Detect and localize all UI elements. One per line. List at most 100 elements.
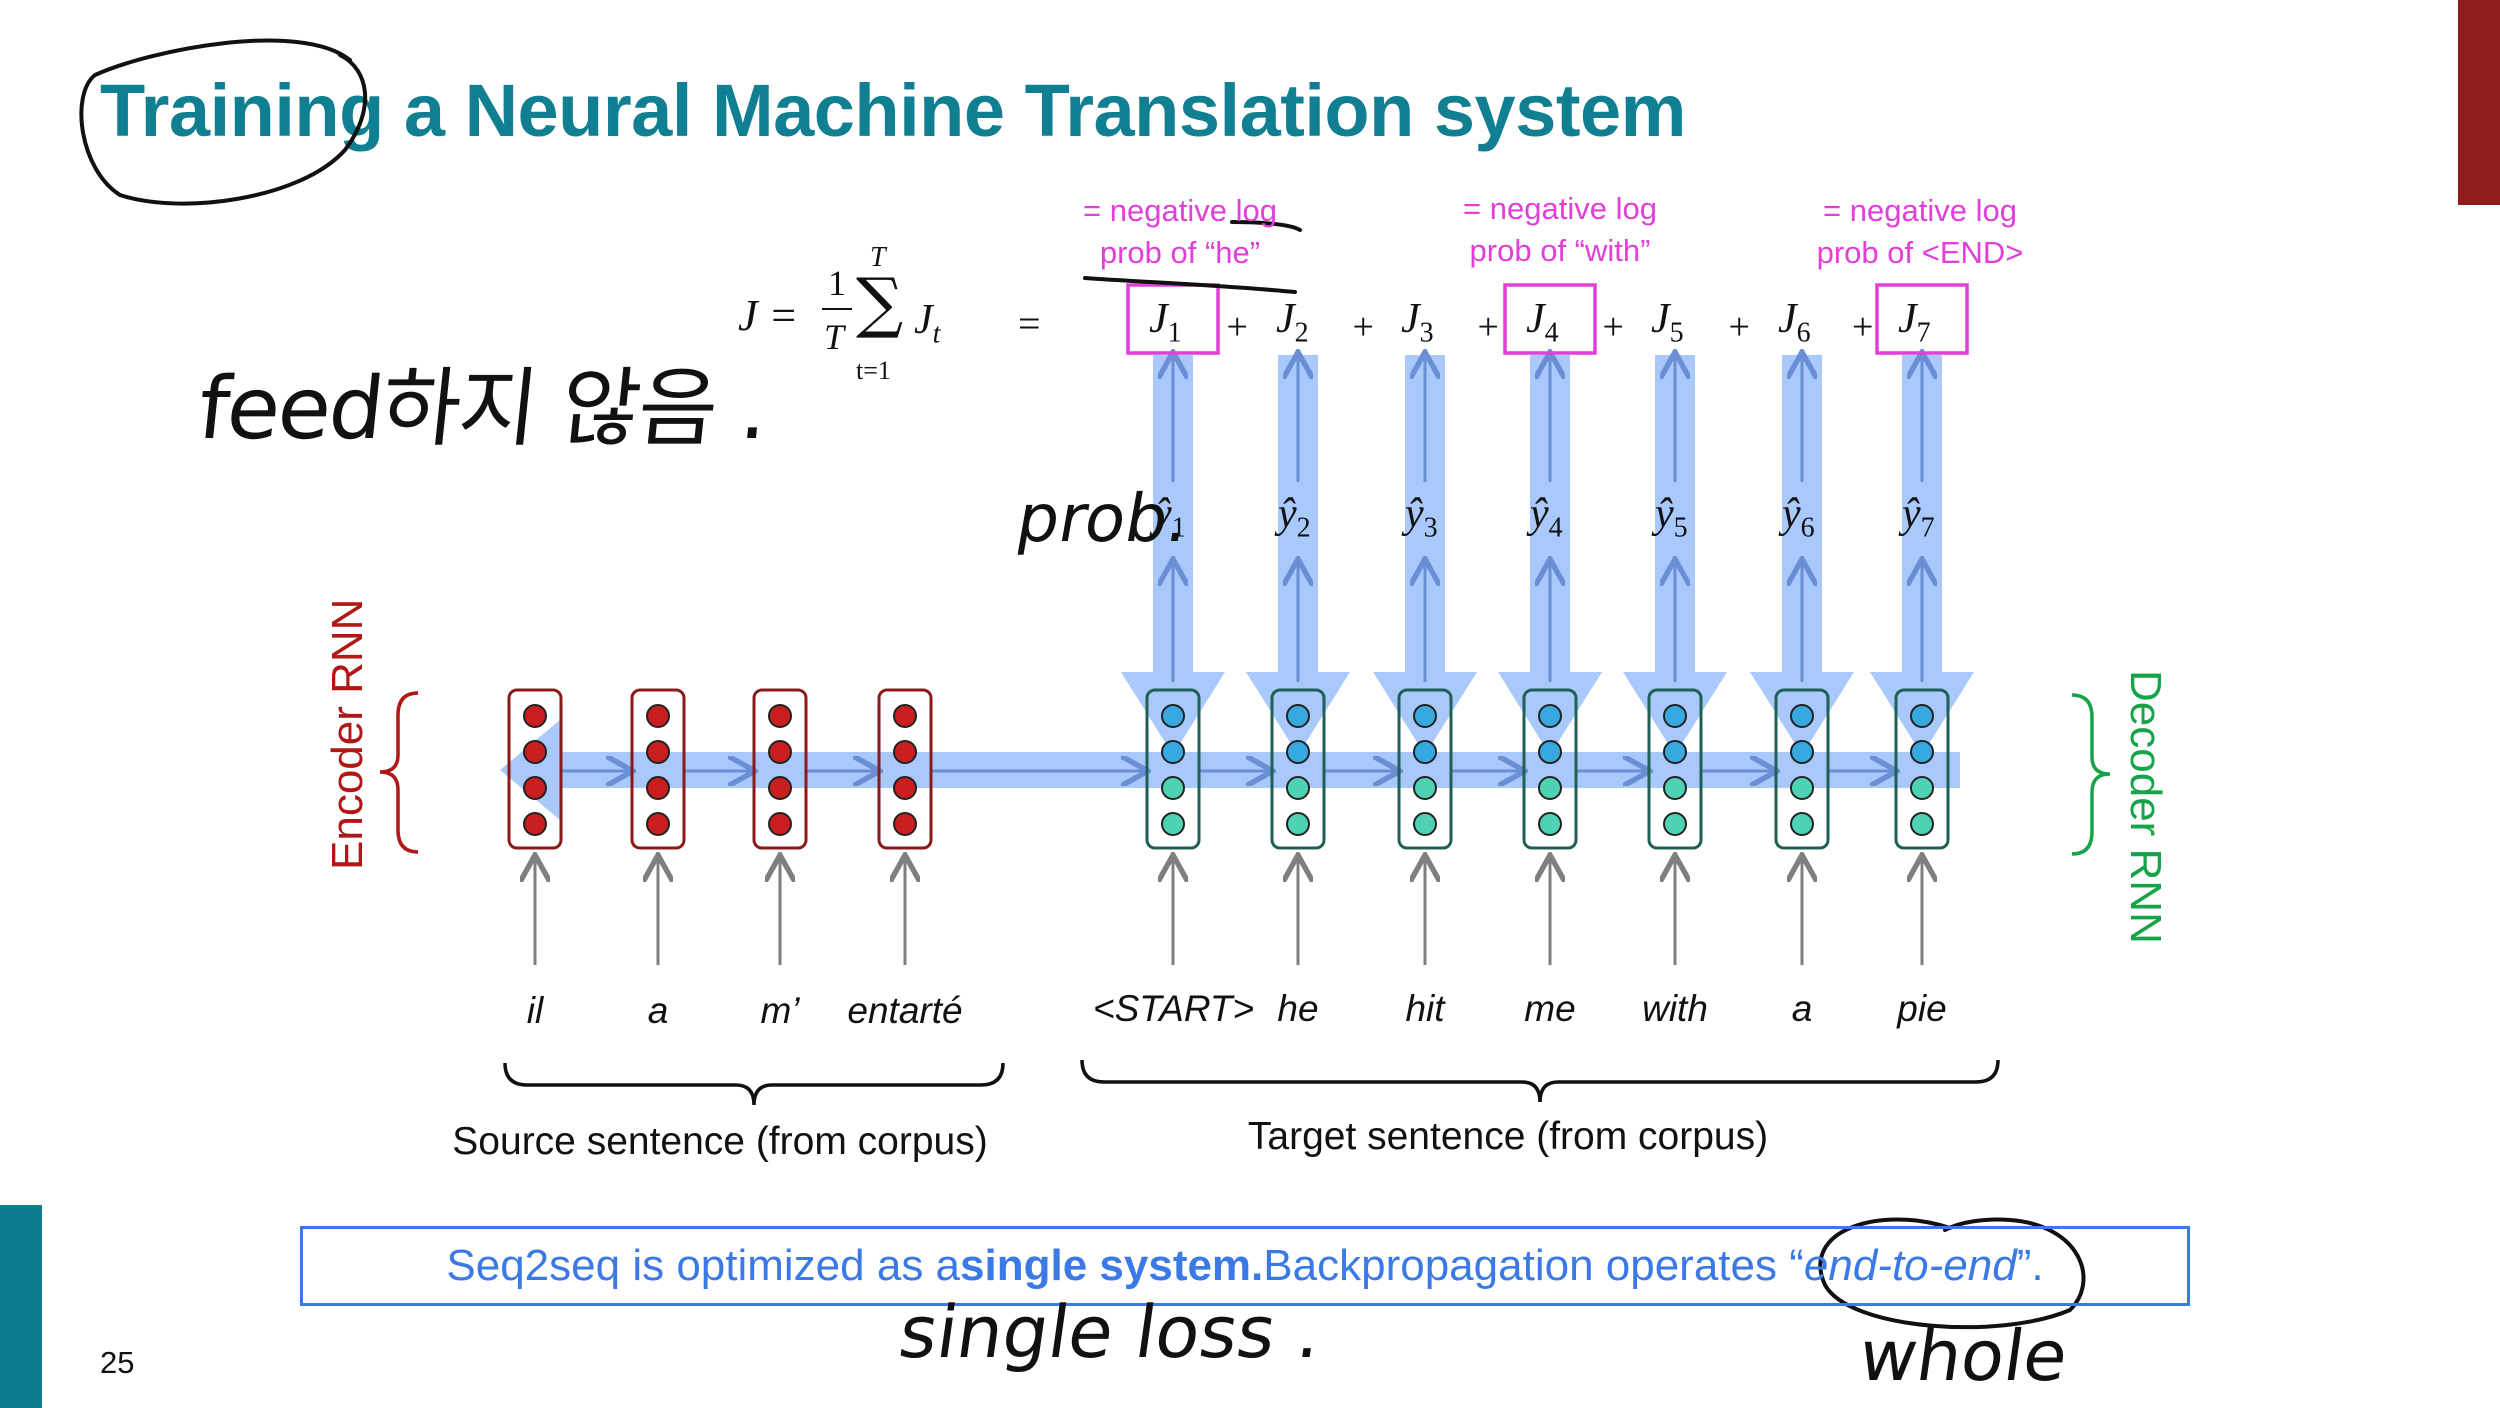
target-word: me — [1524, 988, 1576, 1029]
loss-term-J1: J1 — [1149, 295, 1182, 349]
highlight-box-J7 — [1875, 283, 1969, 355]
handwritten-note-single-loss: single loss . — [894, 1290, 1327, 1374]
loss-term-J7: J7 — [1898, 295, 1931, 349]
decoder-cell — [1774, 688, 1830, 850]
neuron — [893, 776, 917, 800]
neuron — [1286, 740, 1310, 764]
target-caption: Target sentence (from corpus) — [1247, 1115, 1769, 1158]
output-y7: ŷ7 — [1902, 490, 1935, 544]
loss-term-subscript: 2 — [1294, 317, 1309, 349]
cell-border — [1774, 688, 1830, 850]
neuron — [1663, 704, 1687, 728]
target-word: with — [1642, 988, 1708, 1029]
output-symbol: ŷ — [1278, 491, 1297, 537]
output-subscript: 6 — [1800, 512, 1815, 544]
neuron — [1790, 776, 1814, 800]
fraction-numerator: 1 — [828, 263, 846, 303]
neuron — [1538, 704, 1562, 728]
loss-term-J3: J3 — [1401, 295, 1434, 349]
neuron — [1161, 812, 1185, 836]
cell-border — [877, 688, 933, 850]
loss-term-subscript: 3 — [1419, 317, 1434, 349]
neuron — [646, 740, 670, 764]
decoder-cell — [1145, 688, 1201, 850]
loss-term-symbol: J — [1149, 296, 1168, 342]
target-word: a — [1791, 988, 1813, 1029]
neuron — [893, 740, 917, 764]
sum-sign: ∑ — [856, 264, 904, 341]
neuron — [523, 812, 547, 836]
neuron — [1910, 776, 1934, 800]
neuron — [893, 704, 917, 728]
neuron — [768, 704, 792, 728]
output-y4: ŷ4 — [1530, 490, 1563, 544]
neuron — [768, 812, 792, 836]
decoder-cell — [1270, 688, 1326, 850]
summary-box: Seq2seq is optimized as a single system.… — [300, 1226, 2190, 1306]
decoder-cell — [1894, 688, 1950, 850]
neuron — [1538, 812, 1562, 836]
plus-sign: + — [1728, 306, 1750, 348]
loss-term-symbol: J — [1526, 296, 1545, 342]
encoder-cell — [630, 688, 686, 850]
sentence-braces — [379, 691, 2111, 1106]
neuron — [1538, 776, 1562, 800]
target-word: pie — [1897, 988, 1947, 1029]
output-symbol: ŷ — [1782, 491, 1801, 537]
fraction-denominator: T — [824, 317, 845, 357]
neuron — [1790, 812, 1814, 836]
source-caption: Source sentence (from corpus) — [452, 1120, 988, 1163]
source-word: m’ — [760, 990, 800, 1031]
output-symbol: ŷ — [1902, 491, 1921, 537]
neuron — [1413, 776, 1437, 800]
handwritten-note-whole: whole — [1854, 1315, 2073, 1397]
loss-term-J5: J5 — [1651, 295, 1684, 349]
decoder-brace — [2071, 693, 2111, 856]
handwritten-ink — [79, 38, 2086, 1330]
fraction-bar — [822, 308, 852, 310]
output-symbol: ŷ — [1153, 491, 1172, 537]
neuron — [1161, 740, 1185, 764]
loss-term-symbol: J — [1898, 296, 1917, 342]
neuron — [893, 812, 917, 836]
output-y1: ŷ1 — [1153, 490, 1186, 544]
output-subscript: 2 — [1296, 512, 1311, 544]
neuron — [646, 812, 670, 836]
neuron — [523, 704, 547, 728]
source-word: entarté — [847, 990, 963, 1031]
decoder-cell — [1647, 688, 1703, 850]
neuron — [1663, 740, 1687, 764]
source-word: a — [647, 990, 669, 1031]
cell-border — [630, 688, 686, 850]
page-number: 25 — [100, 1345, 135, 1380]
plus-sign: + — [1352, 306, 1374, 348]
cell-border — [507, 688, 563, 850]
source-word: il — [526, 990, 544, 1031]
highlight-box-J4 — [1503, 283, 1597, 355]
output-y3: ŷ3 — [1405, 490, 1438, 544]
summand: Jt — [914, 297, 941, 350]
sum-upper-limit: T — [870, 242, 886, 273]
neuron — [1663, 776, 1687, 800]
accent-bar-top-right — [2458, 0, 2500, 205]
loss-term-subscript: 6 — [1796, 317, 1811, 349]
neuron — [1286, 704, 1310, 728]
summary-text-2: Backpropagation operates “ — [1263, 1241, 1804, 1290]
handwritten-note-feed: feed하지 않음 . — [193, 359, 772, 459]
decoder-cell — [1522, 688, 1578, 850]
cell-border — [1894, 688, 1950, 850]
output-y2: ŷ2 — [1278, 490, 1311, 544]
loss-term-J2: J2 — [1276, 295, 1309, 349]
output-symbol: ŷ — [1530, 491, 1549, 537]
log-underline-ink — [1230, 220, 1302, 232]
neuron — [768, 776, 792, 800]
loss-term-J4: J4 — [1526, 295, 1559, 349]
target-brace — [1080, 1059, 2000, 1103]
loss-term-subscript: 7 — [1916, 317, 1931, 349]
loss-term-subscript: 4 — [1544, 317, 1559, 349]
source-brace — [503, 1062, 1005, 1106]
